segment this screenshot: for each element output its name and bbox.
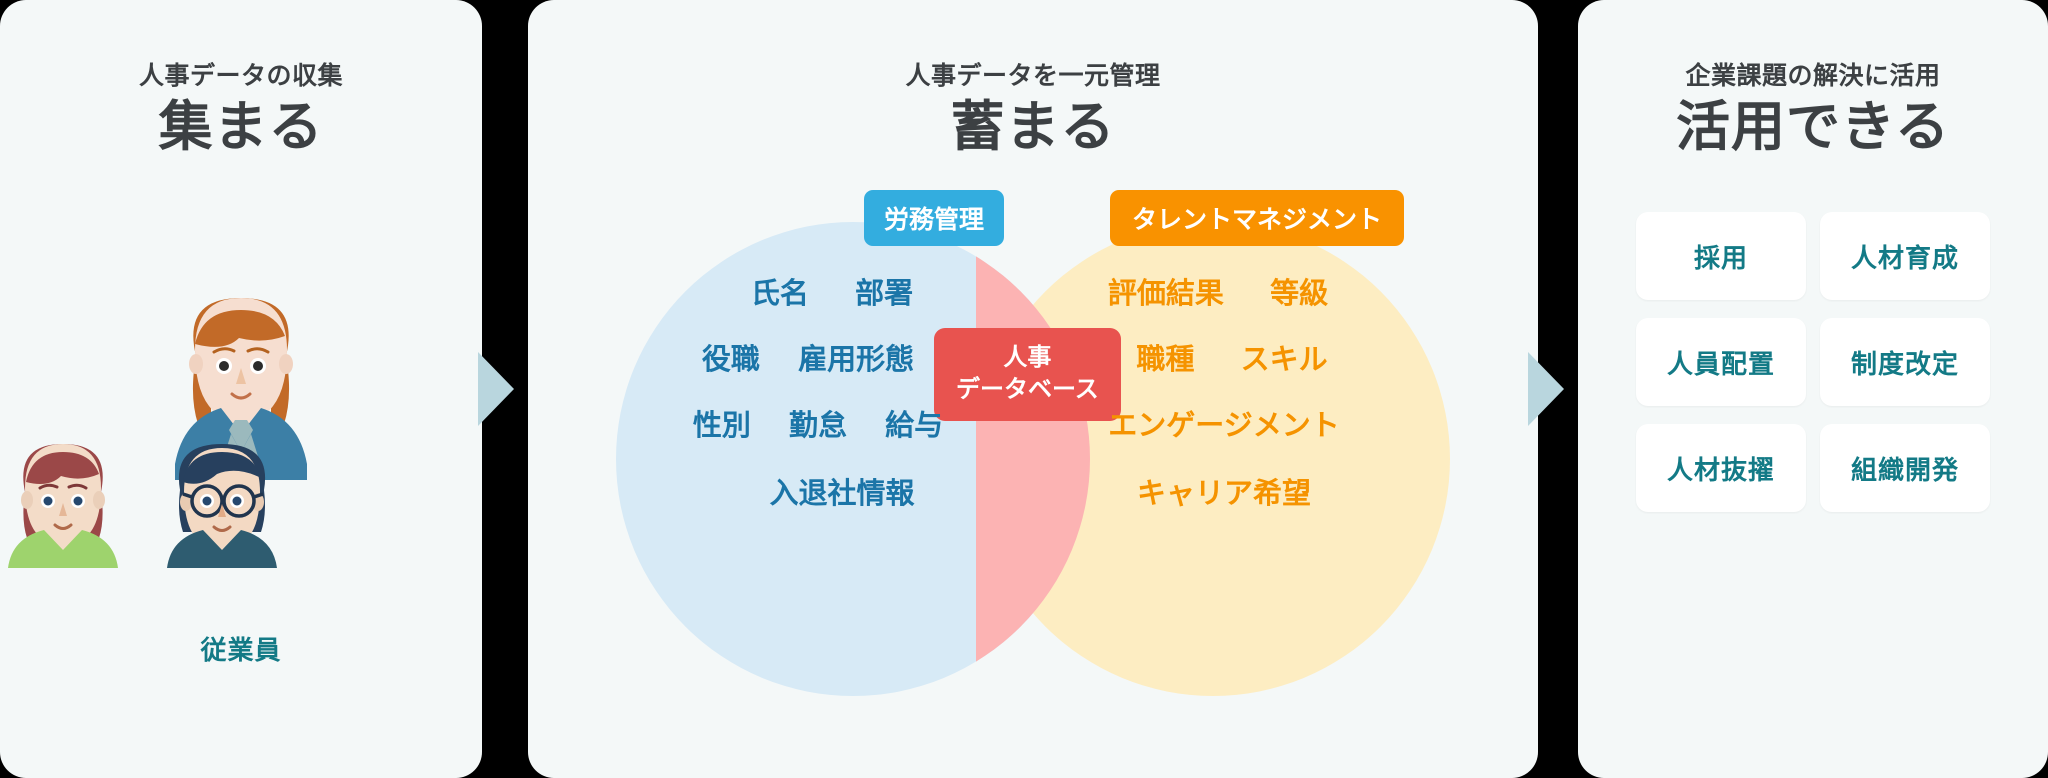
venn-right-item: 評価結果: [1107, 278, 1224, 310]
venn-left-row: 氏名 部署: [662, 270, 1002, 312]
hr-database-line-2: データベース: [956, 376, 1099, 404]
venn-right-item: エンゲージメント: [1108, 410, 1340, 442]
venn-left-item: 性別: [692, 410, 751, 442]
employees-svg: [8, 298, 307, 568]
use-case-card[interactable]: 組織開発: [1820, 424, 1990, 512]
venn-overlap-region: [976, 222, 1450, 696]
use-case-card[interactable]: 採用: [1636, 212, 1806, 300]
panel-utilize-title: 活用できる: [1676, 97, 1950, 157]
woman-bob-hair-avatar: [8, 444, 118, 568]
flow-arrow-left-to-center-icon: [478, 352, 514, 426]
panel-collect-title: 集まる: [158, 97, 324, 157]
venn-right-row: キャリア希望: [1034, 470, 1414, 512]
venn-left-item: 入退社情報: [769, 478, 915, 510]
flow-arrow-center-to-right-icon: [1528, 352, 1564, 426]
use-case-card[interactable]: 人員配置: [1636, 318, 1806, 406]
use-case-card[interactable]: 制度改定: [1820, 318, 1990, 406]
venn-left-item: 部署: [855, 278, 914, 310]
panel-utilize: 企業課題の解決に活用 活用できる 採用 人材育成 人員配置 制度改定 人材抜擢 …: [1578, 0, 2048, 778]
venn-left-item: 氏名: [750, 278, 809, 310]
venn-diagram: 労務管理 タレントマネジメント 人事 データベース 氏名 部署 役職 雇用形態 …: [528, 0, 1538, 778]
use-case-card[interactable]: 人材抜擢: [1636, 424, 1806, 512]
panel-utilize-kicker: 企業課題の解決に活用: [1685, 62, 1941, 90]
venn-right-row: エンゲージメント: [1034, 402, 1414, 444]
use-case-card-grid: 採用 人材育成 人員配置 制度改定 人材抜擢 組織開発: [1636, 212, 1990, 512]
employees-caption: 従業員: [200, 635, 282, 665]
venn-label-talent-management: タレントマネジメント: [1110, 190, 1405, 246]
venn-right-item: 職種: [1136, 344, 1195, 376]
venn-right-row: 職種 スキル: [1052, 336, 1412, 378]
venn-label-labor-management: 労務管理: [864, 190, 1005, 246]
panel-collect-kicker: 人事データの収集: [138, 62, 343, 90]
venn-label-hr-database: 人事 データベース: [934, 328, 1121, 421]
venn-right-item: キャリア希望: [1136, 478, 1311, 510]
panel-accumulate-kicker: 人事データを一元管理: [905, 62, 1161, 90]
hr-database-line-1: 人事: [1003, 344, 1052, 371]
venn-left-row: 性別 勤怠 給与: [638, 402, 998, 444]
venn-right-item: 等級: [1270, 278, 1329, 310]
venn-left-row: 役職 雇用形態: [638, 336, 978, 378]
glasses-icon: [182, 484, 264, 518]
employees-illustration: [0, 268, 482, 568]
panel-collect: 人事データの収集 集まる: [0, 0, 482, 778]
venn-left-item: 雇用形態: [798, 344, 915, 376]
use-case-card[interactable]: 人材育成: [1820, 212, 1990, 300]
panel-accumulate: 人事データを一元管理 蓄まる 労務管理 タレントマネジメント 人事 データベース…: [528, 0, 1538, 778]
venn-left-item: 役職: [701, 344, 760, 376]
venn-right-item: スキル: [1240, 344, 1328, 376]
venn-left-item: 給与: [885, 410, 944, 442]
venn-left-item: 勤怠: [788, 410, 847, 442]
man-glasses-avatar: [167, 444, 277, 568]
panel-accumulate-title: 蓄まる: [950, 97, 1116, 157]
venn-left-row: 入退社情報: [662, 470, 1022, 512]
venn-right-row: 評価結果 等級: [1038, 270, 1398, 312]
